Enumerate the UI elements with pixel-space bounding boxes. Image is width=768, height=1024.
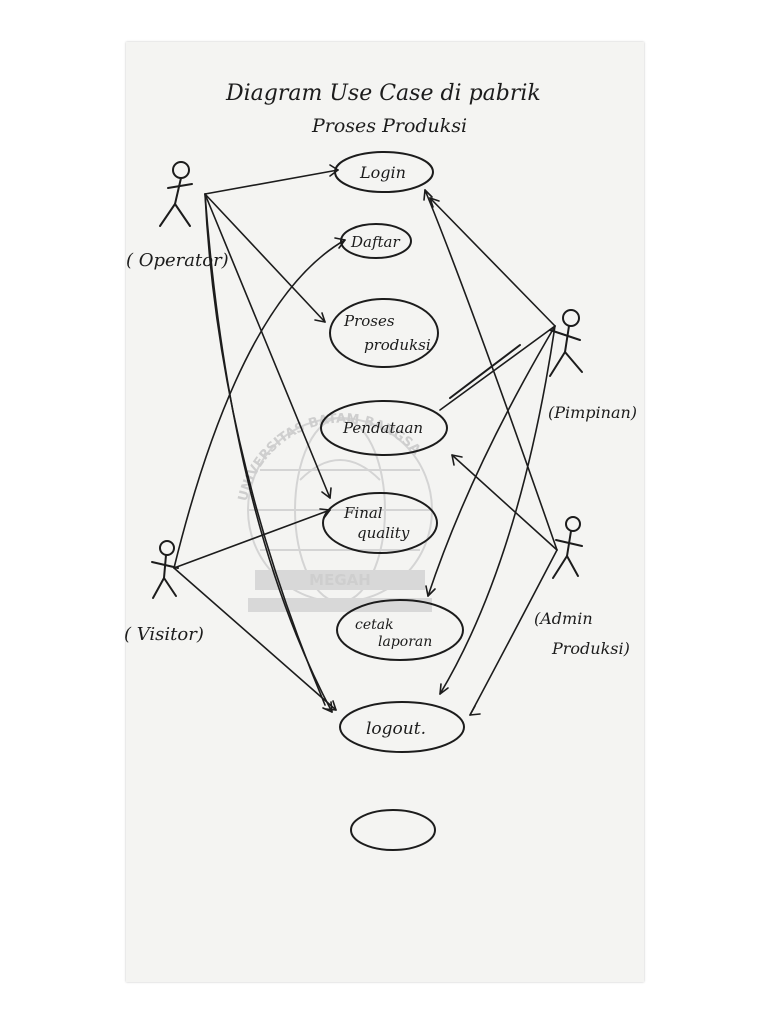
associations-visitor (173, 237, 346, 711)
associations-pimpinan (425, 197, 556, 695)
watermark-banner (255, 570, 425, 590)
diagram-title-line1: Diagram Use Case di pabrik (225, 81, 541, 106)
usecase-final-label-line1: Final (343, 504, 383, 522)
usecase-daftar-label: Daftar (350, 233, 400, 251)
usecase-cetak-label-line1: cetak (355, 617, 394, 633)
usecase-final-quality (322, 492, 438, 554)
actor-operator-label: ( Operator) (126, 250, 229, 271)
usecase-pendataan-label: Pendataan (342, 419, 423, 437)
usecase-final-label-line2: quality (357, 524, 410, 542)
usecase-empty (350, 809, 436, 851)
watermark-banner-text: MEGAH (309, 571, 371, 589)
actor-admin-produksi (552, 516, 583, 579)
associations-admin (423, 189, 558, 716)
actor-visitor-label: ( Visitor) (124, 624, 204, 645)
actor-operator (159, 161, 193, 227)
diagram-title-line2: Proses Produksi (311, 115, 467, 137)
usecase-proses-produksi (329, 298, 439, 368)
usecase-proses-label-line1: Proses (343, 312, 395, 330)
actor-pimpinan (549, 309, 583, 377)
associations-operator (204, 164, 339, 713)
watermark-logo: MEGAH UNIVERSITAS BATAM BANGSA (236, 411, 433, 612)
actor-visitor (151, 540, 179, 599)
usecase-logout (339, 701, 465, 753)
usecase-daftar (340, 223, 412, 259)
usecase-logout-label: logout. (366, 719, 426, 739)
actor-admin-label-line1: (Admin (534, 609, 593, 628)
actor-admin-label-line2: Produksi) (551, 639, 630, 658)
usecase-login-label: Login (359, 163, 406, 182)
usecase-proses-label-line2: produksi (364, 336, 431, 354)
usecase-cetak-label-line2: laporan (378, 634, 432, 650)
actor-pimpinan-label: (Pimpinan) (548, 403, 637, 422)
usecase-cetak-laporan (336, 599, 464, 661)
usecase-pendataan (320, 400, 448, 456)
